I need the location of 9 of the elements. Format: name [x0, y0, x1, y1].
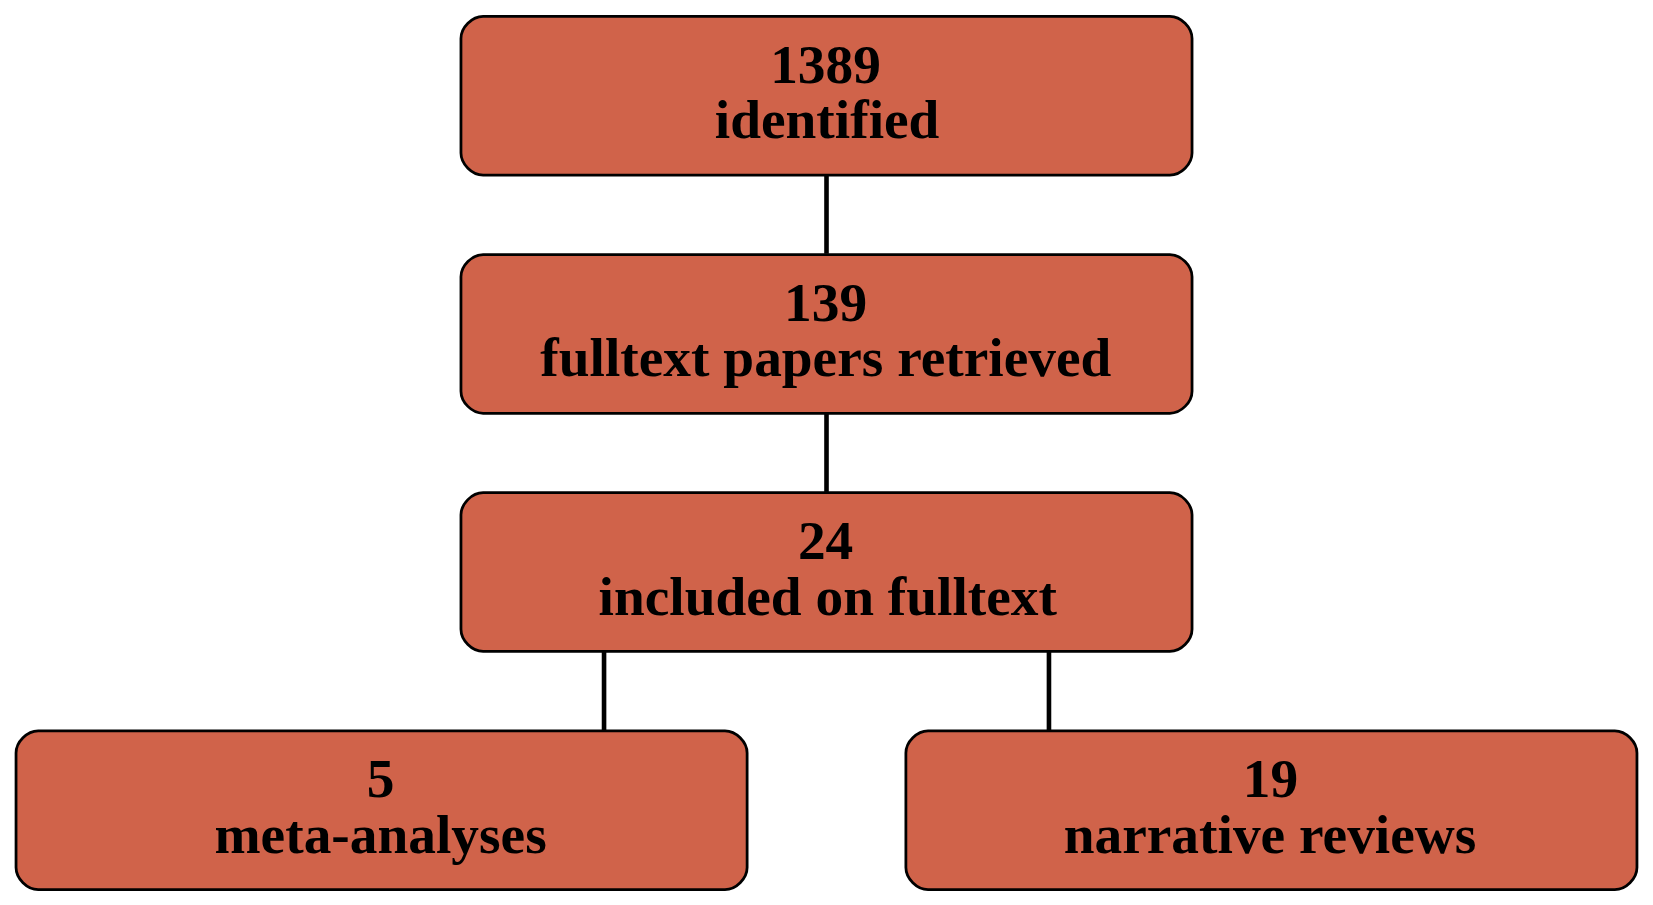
- node-box: 5 meta-analyses: [14, 728, 749, 891]
- node-box: 24 included on fulltext: [459, 490, 1194, 653]
- connector: [824, 413, 829, 492]
- connector: [824, 175, 829, 254]
- connector: [1046, 651, 1052, 730]
- node-box: 1389 identified: [459, 14, 1194, 177]
- node-box: 139 fulltext papers retrieved: [459, 252, 1194, 415]
- connector: [601, 651, 607, 730]
- node-box: 19 narrative reviews: [904, 728, 1639, 891]
